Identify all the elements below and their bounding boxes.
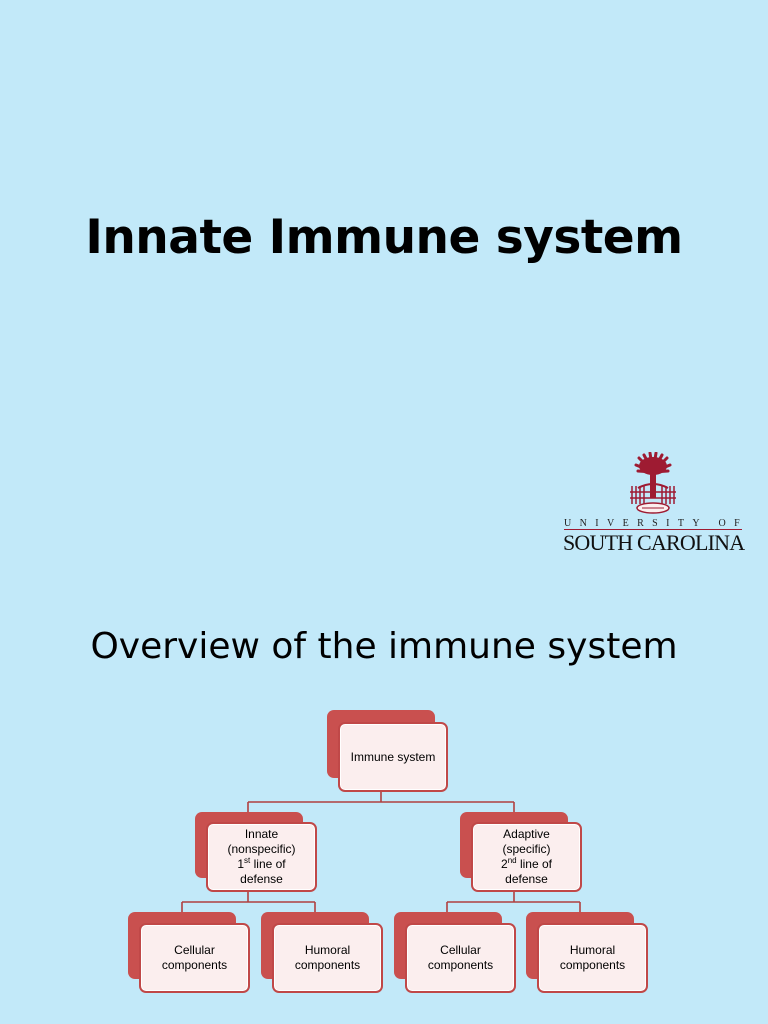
logo-divider xyxy=(564,529,742,530)
node-innate-ordinal-suffix: st xyxy=(244,856,251,865)
node-adaptive-cellular-label: Cellular components xyxy=(427,943,494,972)
node-adaptive-ordinal-num: 2 xyxy=(501,857,508,871)
node-innate-line3: 1st line of xyxy=(237,857,285,872)
node-immune-system-label: Immune system xyxy=(350,749,436,764)
node-adaptive-ordinal-suffix: nd xyxy=(507,856,517,865)
node-adaptive-line1: Adaptive xyxy=(503,827,550,841)
overview-title: Overview of the immune system xyxy=(90,626,678,667)
node-adaptive-cellular: Cellular components xyxy=(394,912,516,993)
node-innate-humoral: Humoral components xyxy=(261,912,383,993)
node-adaptive-line3: 2nd line of xyxy=(501,857,552,872)
logo-university-of: UNIVERSITY OF xyxy=(564,518,749,529)
node-adaptive-line2: (specific) xyxy=(502,842,551,856)
node-immune-system: Immune system xyxy=(327,710,448,792)
node-adaptive-humoral-label: Humoral components xyxy=(559,943,626,972)
node-adaptive-line4: defense xyxy=(505,872,548,886)
logo-south-carolina: SOUTH CAROLINA xyxy=(563,530,745,555)
connector-innate xyxy=(181,890,316,912)
palmetto-tree-icon xyxy=(630,452,676,514)
node-innate-line3-rest: line of xyxy=(250,857,286,871)
node-innate-line1: Innate xyxy=(244,827,279,841)
node-innate-cellular: Cellular components xyxy=(128,912,250,993)
slide-title: Innate Immune system xyxy=(85,210,683,265)
node-innate-line2: (nonspecific) xyxy=(227,842,296,856)
node-innate-line4: defense xyxy=(240,872,283,886)
connector-root xyxy=(247,790,515,812)
connector-adaptive xyxy=(446,890,581,912)
node-innate-cellular-label: Cellular components xyxy=(161,943,228,972)
node-adaptive-humoral: Humoral components xyxy=(526,912,648,993)
node-adaptive: Adaptive (specific) 2nd line of defense xyxy=(460,812,582,892)
node-innate: Innate (nonspecific) 1st line of defense xyxy=(195,812,317,892)
university-logo: UNIVERSITY OF SOUTH CAROLINA xyxy=(560,452,746,556)
node-innate-humoral-label: Humoral components xyxy=(294,943,361,972)
node-innate-ordinal-num: 1 xyxy=(237,857,245,871)
node-adaptive-line3-rest: line of xyxy=(516,857,552,871)
